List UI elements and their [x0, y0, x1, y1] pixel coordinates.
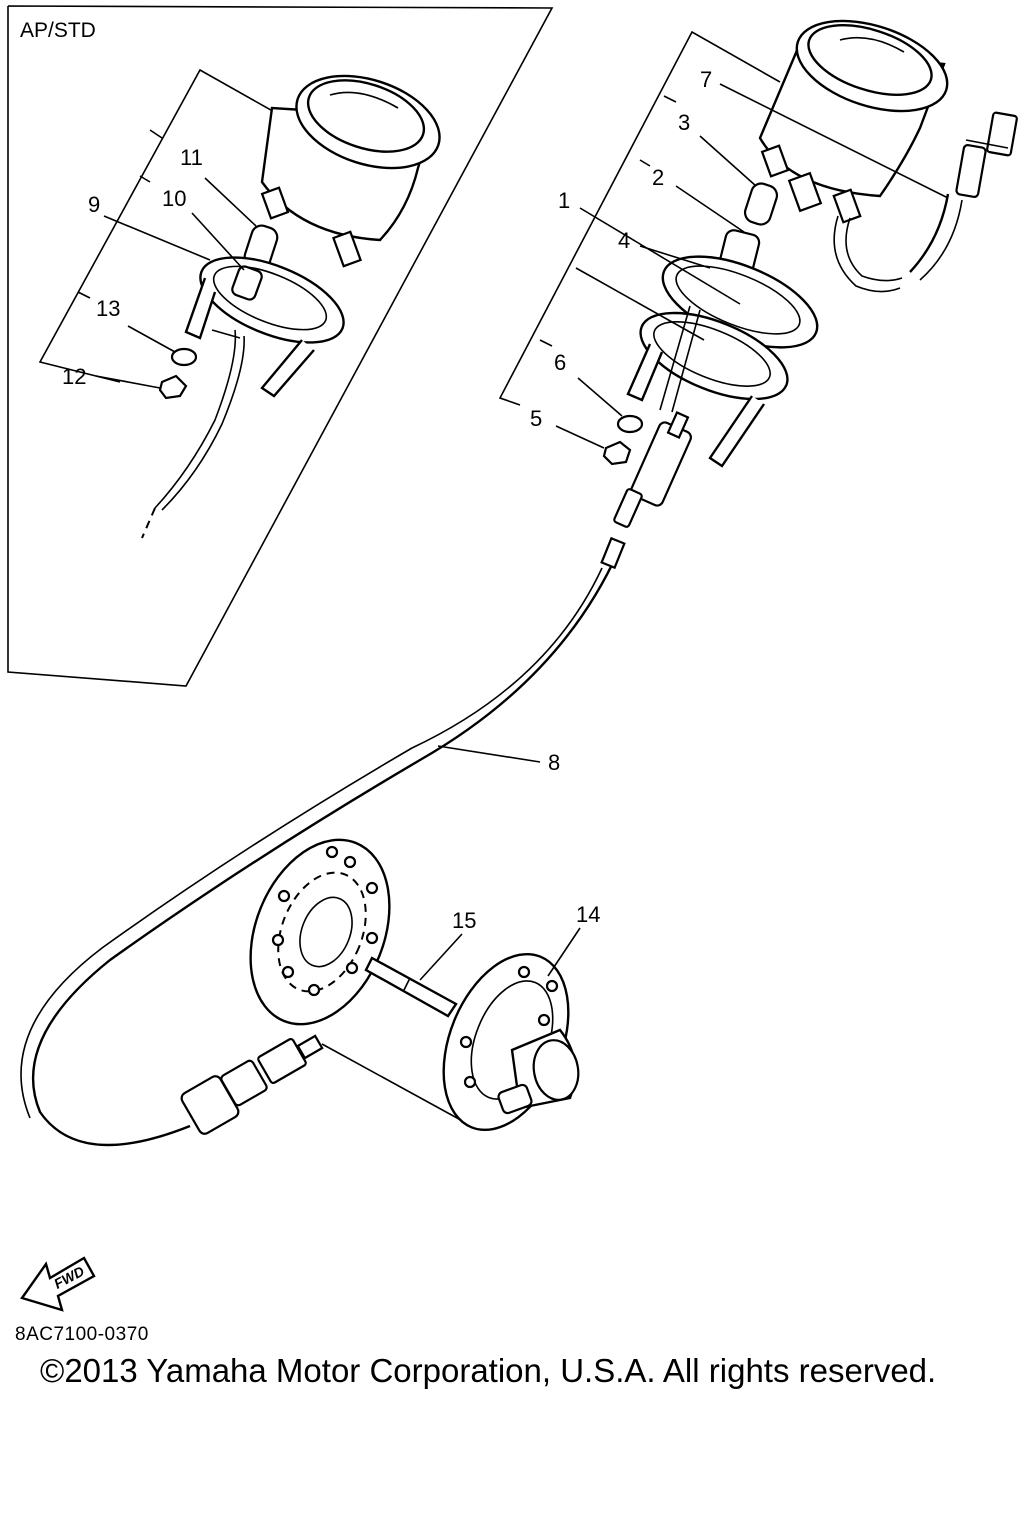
inset-label: AP/STD — [20, 19, 96, 42]
main-nut — [602, 440, 632, 466]
speedometer-gear-unit — [442, 952, 580, 1132]
main-mount-bracket — [626, 305, 789, 468]
callout-11: 11 — [180, 145, 203, 170]
callout-12: 12 — [62, 364, 86, 389]
meter-cable-top — [909, 111, 1018, 281]
callout-2: 2 — [652, 165, 664, 190]
main-washer — [616, 414, 644, 434]
inset-frame — [7, 5, 554, 687]
callout-10: 10 — [162, 186, 186, 211]
callout-14: 14 — [576, 902, 600, 927]
inset-nut — [158, 374, 188, 400]
leader-8 — [437, 745, 541, 763]
inset-mount-bracket — [184, 256, 345, 398]
main-gauge-wire — [833, 215, 901, 293]
callout-3: 3 — [678, 110, 690, 135]
main-speedometer — [758, 19, 949, 224]
cable-lower-fitting — [180, 1034, 501, 1135]
inset-speedometer — [260, 74, 441, 268]
callout-15: 15 — [452, 908, 476, 933]
fwd-arrow-icon — [20, 1256, 96, 1312]
main-bracket — [498, 30, 781, 406]
callout-8: 8 — [548, 750, 560, 775]
copyright-notice: ©2013 Yamaha Motor Corporation, U.S.A. A… — [40, 1352, 937, 1389]
main-bulb — [743, 182, 779, 226]
callout-13: 13 — [96, 296, 120, 321]
drive-shaft — [364, 956, 458, 1018]
callout-7: 7 — [700, 67, 712, 92]
callout-5: 5 — [530, 406, 542, 431]
callout-9: 9 — [88, 192, 100, 217]
main-leaders — [539, 83, 949, 449]
inset-washer — [170, 347, 198, 367]
leader-14 — [547, 927, 581, 977]
brake-disc — [249, 838, 391, 1026]
cable-connector — [613, 411, 692, 528]
inset-wire — [141, 329, 245, 539]
callout-6: 6 — [554, 350, 566, 375]
inset-bracket — [38, 68, 286, 383]
callout-1: 1 — [558, 188, 570, 213]
leader-15 — [419, 933, 463, 981]
callout-4: 4 — [618, 228, 630, 253]
inset-leaders — [77, 129, 257, 389]
drawing-code: 8AC7100-0370 — [15, 1324, 149, 1345]
